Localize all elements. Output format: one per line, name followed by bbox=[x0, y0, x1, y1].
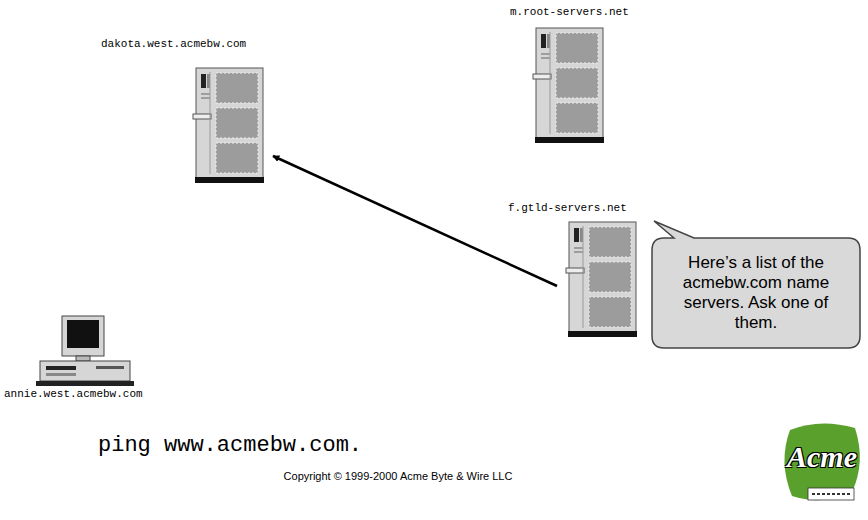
server-icon bbox=[533, 28, 604, 143]
workstation-icon bbox=[36, 316, 134, 386]
server-label: dakota.west.acmebw.com bbox=[101, 38, 246, 51]
callout-text: Here’s a list of the acmebw.com name ser… bbox=[664, 253, 848, 333]
speech-bubble: Here’s a list of the acmebw.com name ser… bbox=[652, 238, 860, 348]
logo-text: Acme bbox=[787, 440, 857, 474]
acme-logo bbox=[784, 423, 859, 500]
server-node: m.root-servers.net bbox=[500, 4, 645, 142]
copyright-notice: Copyright © 1999-2000 Acme Byte & Wire L… bbox=[284, 469, 513, 483]
command-text: ping www.acmebw.com. bbox=[98, 433, 362, 459]
server-label: m.root-servers.net bbox=[510, 6, 629, 19]
query-arrow bbox=[273, 156, 557, 286]
workstation-node: annie.west.acmebw.com bbox=[4, 316, 204, 400]
server-node: dakota.west.acmebw.com bbox=[95, 36, 267, 188]
host-label: annie.west.acmebw.com bbox=[4, 388, 143, 401]
server-node: f.gtld-servers.net bbox=[500, 198, 640, 332]
server-icon bbox=[193, 68, 264, 183]
server-icon bbox=[566, 222, 637, 337]
server-label: f.gtld-servers.net bbox=[508, 202, 627, 215]
